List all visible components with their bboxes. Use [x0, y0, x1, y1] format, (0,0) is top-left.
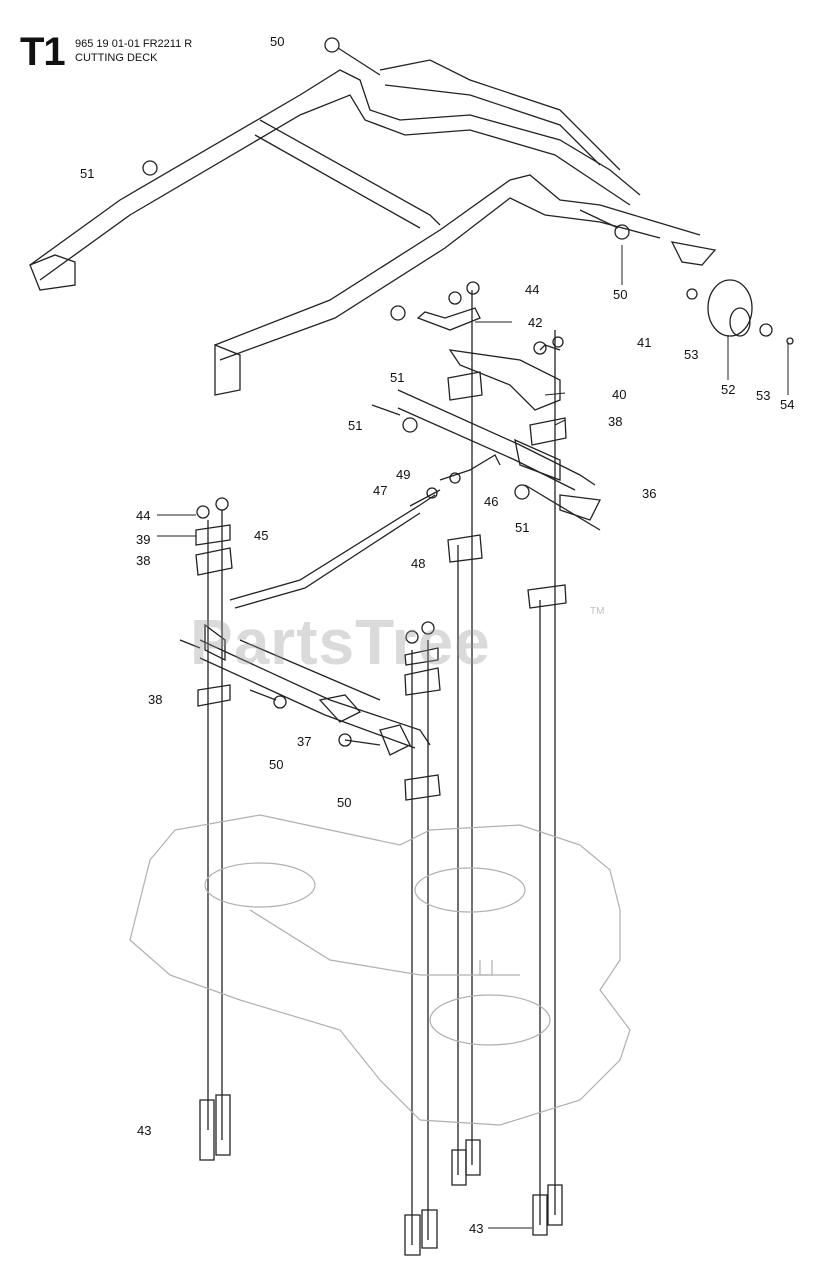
- shaft-37: [199, 639, 431, 746]
- wheel-plate: [670, 241, 717, 266]
- callout-45: 45: [254, 528, 269, 543]
- washer-53b: [759, 323, 773, 337]
- nut-44-left: [196, 505, 210, 519]
- trademark-mark: TM: [590, 606, 605, 617]
- frame-bracket-left: [29, 254, 76, 291]
- callout-50-right: 50: [613, 287, 628, 302]
- callout-51-lower: 51: [515, 520, 530, 535]
- callout-41: 41: [637, 335, 652, 350]
- callout-53-lower: 53: [756, 388, 771, 403]
- rod-blocks: [195, 371, 567, 801]
- bolt-54: [786, 337, 794, 345]
- shaft-36: [397, 389, 596, 486]
- bracket-42: [416, 307, 481, 331]
- callout-51-nut: 51: [348, 418, 363, 433]
- callout-40: 40: [612, 387, 627, 402]
- callout-53-upper: 53: [684, 347, 699, 362]
- link-46: [439, 454, 501, 481]
- spring-45: [229, 494, 436, 601]
- watermark-logo: PartsTree: [190, 606, 491, 678]
- callout-46: 46: [484, 494, 499, 509]
- section-title: CUTTING DECK: [75, 52, 158, 64]
- frame-rear-plate-inner: [384, 84, 601, 166]
- page-id: T1: [20, 30, 66, 74]
- part-number-line: 965 19 01-01 FR2211 R: [75, 38, 193, 50]
- callout-43-left: 43: [137, 1123, 152, 1138]
- lift-rods: [207, 290, 556, 1245]
- callout-44-top: 44: [525, 282, 540, 297]
- callout-37: 37: [297, 734, 312, 749]
- frame-rail-left-inner: [39, 94, 631, 281]
- nut-51-shaft: [402, 417, 418, 433]
- nut-51-left: [142, 160, 158, 176]
- nut-frame-right: [614, 224, 630, 240]
- washer-53: [686, 288, 698, 300]
- nut-frame-mid: [390, 305, 406, 321]
- bolt-50-top: [324, 37, 340, 53]
- bracket-40: [448, 349, 561, 411]
- bolt-50-lower-a: [273, 695, 287, 709]
- callout-52: 52: [721, 382, 736, 397]
- wheel-52: [707, 279, 753, 337]
- callout-48: 48: [411, 556, 426, 571]
- frame-rail-right-inner: [219, 197, 661, 361]
- deck-outline: [129, 814, 631, 1126]
- frame-bracket-right: [214, 344, 241, 396]
- callout-38-left: 38: [136, 553, 151, 568]
- callout-42: 42: [528, 315, 543, 330]
- callout-50-top: 50: [270, 34, 285, 49]
- rod-bottom-bolts: [199, 1094, 563, 1256]
- frame-crossbar-top-inner: [254, 134, 421, 229]
- bolt-50-lower-b: [338, 733, 352, 747]
- nut-51-lower: [514, 484, 530, 500]
- frame-rear-plate: [379, 59, 621, 171]
- callout-50-lower: 50: [269, 757, 284, 772]
- callout-39: 39: [136, 532, 151, 547]
- frame-crossbar-top: [259, 119, 441, 226]
- callout-50-deck: 50: [337, 795, 352, 810]
- callout-44-left: 44: [136, 508, 151, 523]
- callout-51-left: 51: [80, 166, 95, 181]
- callout-38-lower: 38: [148, 692, 163, 707]
- callout-38-upper: 38: [608, 414, 623, 429]
- callout-36: 36: [642, 486, 657, 501]
- callout-47: 47: [373, 483, 388, 498]
- frame-rail-left: [29, 69, 641, 266]
- callout-51-shaft: 51: [390, 370, 405, 385]
- frame-rail-right: [214, 174, 701, 346]
- callout-49: 49: [396, 467, 411, 482]
- callout-54: 54: [780, 397, 795, 412]
- callout-43-bottom: 43: [469, 1221, 484, 1236]
